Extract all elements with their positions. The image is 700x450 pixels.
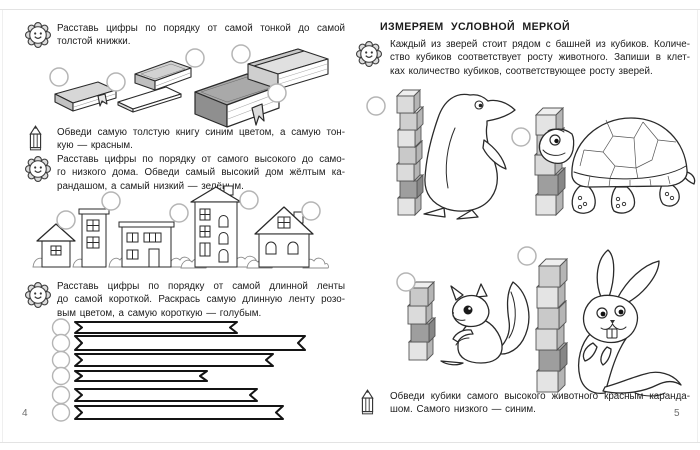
task-text-line: шом. Самого низкого — синим. xyxy=(390,404,536,416)
answer-circle[interactable] xyxy=(101,191,121,211)
task-text-line: Обведи самую толстую книгу синим цветом,… xyxy=(57,127,345,138)
page-right-edge xyxy=(697,10,698,442)
answer-circle[interactable] xyxy=(366,96,386,116)
turtle-illustration xyxy=(538,117,696,214)
book-thickest-dark xyxy=(194,73,280,128)
task-text-line: Обведи кубики самого высокого животного … xyxy=(390,391,690,402)
page-number-right: 5 xyxy=(674,408,680,419)
sun-face-icon xyxy=(25,282,51,308)
task-text-line: Расставь цифры по порядку от самого высо… xyxy=(57,154,345,165)
ribbon xyxy=(74,335,306,351)
penguin-scene xyxy=(366,88,516,220)
books-illustration xyxy=(49,44,329,128)
answer-circle[interactable] xyxy=(517,246,537,266)
page-title: ИЗМЕРЯЕМ УСЛОВНОЙ МЕРКОЙ xyxy=(380,21,571,33)
answer-circle[interactable] xyxy=(51,333,71,353)
ribbon xyxy=(74,388,258,402)
rabbit-illustration xyxy=(577,249,682,397)
sun-face-icon xyxy=(25,22,51,48)
task-text-line: рандашом, а самый низкий — зелёным. xyxy=(57,180,244,192)
task-arrange-houses: Расставь цифры по порядку от самого высо… xyxy=(57,153,345,193)
book-thinnest xyxy=(117,86,182,113)
turtle-scene xyxy=(511,106,696,217)
page-number-left: 4 xyxy=(22,408,28,419)
cube-tower-penguin xyxy=(395,88,425,217)
house-wide xyxy=(118,221,175,268)
penguin-illustration xyxy=(423,93,516,220)
task-arrange-books: Расставь цифры по порядку от самой тонко… xyxy=(57,22,345,49)
squirrel-scene xyxy=(396,272,530,366)
answer-circle[interactable] xyxy=(51,350,71,370)
ribbon xyxy=(74,370,208,382)
task-text-line: ство кубиков соответствует росту животно… xyxy=(390,52,690,64)
task-text-line: Расставь цифры по порядку от самой тонко… xyxy=(57,23,345,34)
answer-circle[interactable] xyxy=(49,67,69,87)
squirrel-illustration xyxy=(440,281,530,366)
answer-circle[interactable] xyxy=(51,366,71,386)
page-left-edge xyxy=(2,10,3,442)
page-top-edge xyxy=(0,9,700,10)
ribbon xyxy=(74,405,284,420)
task-text-line: Расставь цифры по порядку от самой длинн… xyxy=(57,281,345,292)
task-text-line: толстой книжки. xyxy=(57,36,131,48)
house-small xyxy=(36,223,76,268)
task-text-line: ках количество кубиков, соответствующее … xyxy=(390,65,653,77)
answer-circle[interactable] xyxy=(301,201,321,221)
task-text-line: вым цветом, а самую короткую — голубым. xyxy=(57,307,262,319)
task-arrange-ribbons: Расставь цифры по порядку от самой длинн… xyxy=(57,280,345,320)
house-tallest xyxy=(190,185,242,268)
page-bottom-edge xyxy=(0,442,700,443)
task-text-line: кую — красным. xyxy=(57,140,133,152)
sun-face-icon xyxy=(356,41,382,67)
rabbit-scene xyxy=(517,246,682,397)
ribbons-illustration xyxy=(51,318,306,422)
house-tall-narrow xyxy=(78,208,110,268)
ribbon xyxy=(74,353,274,367)
answer-circle[interactable] xyxy=(396,272,416,292)
task-count-cubes: Каждый из зверей стоит рядом с башней из… xyxy=(390,38,690,78)
task-text-line: Каждый из зверей стоит рядом с башней из… xyxy=(390,39,690,50)
houses-illustration xyxy=(32,185,329,269)
house-attic xyxy=(254,206,314,268)
book-thick xyxy=(247,48,329,90)
pencil-icon xyxy=(361,389,374,415)
book-thin-medium xyxy=(54,81,117,112)
answer-circle[interactable] xyxy=(106,72,126,92)
answer-circle[interactable] xyxy=(267,83,287,103)
cube-tower-rabbit xyxy=(534,257,569,394)
answer-circle[interactable] xyxy=(56,210,76,230)
task-text-line: го низкого дома. Обведи самый высокий до… xyxy=(57,167,345,179)
task-text-line: до самой короткой. Раскрась самую длинну… xyxy=(57,294,345,306)
cube-tower-squirrel xyxy=(406,280,437,362)
answer-circle[interactable] xyxy=(169,203,189,223)
ribbon xyxy=(74,321,238,334)
task-color-cubes: Обведи кубики самого высокого животного … xyxy=(390,390,690,417)
answer-circle[interactable] xyxy=(231,44,251,64)
sun-face-icon xyxy=(25,156,51,182)
answer-circle[interactable] xyxy=(51,385,71,405)
answer-circle[interactable] xyxy=(185,48,205,68)
pencil-icon xyxy=(29,125,42,151)
answer-circle[interactable] xyxy=(51,403,71,422)
answer-circle[interactable] xyxy=(511,127,531,147)
answer-circle[interactable] xyxy=(239,190,259,210)
answer-circle[interactable] xyxy=(51,318,71,337)
book-medium xyxy=(134,60,192,91)
task-color-books: Обведи самую толстую книгу синим цветом,… xyxy=(57,126,345,153)
